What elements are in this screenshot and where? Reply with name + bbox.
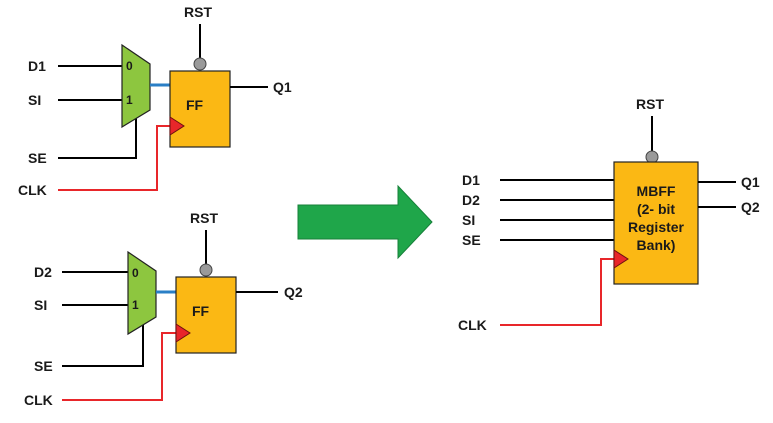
se-wire-2 [62, 324, 144, 367]
mbff-clock-triangle [613, 249, 629, 269]
clk-wire-2 [62, 332, 176, 401]
mbff-output-q2-label: Q2 [741, 199, 760, 215]
input-d1-label: D1 [28, 58, 46, 74]
clock-triangle-2 [175, 323, 191, 343]
reset-bubble-2 [199, 263, 213, 277]
input-d2-label: D2 [34, 264, 52, 280]
mbff-title-line-1: MBFF [637, 183, 676, 199]
flip-flop-2 [175, 276, 237, 354]
mbff-output-q1-label: Q1 [741, 174, 760, 190]
input-si-label-2: SI [34, 297, 47, 313]
clock-triangle-1 [169, 116, 185, 136]
scan-ff-2: 0 1 FF D2 SI SE CLK RST Q2 [24, 210, 303, 408]
flip-flop-1 [169, 70, 231, 148]
mbff-reset-bubble [645, 150, 659, 164]
flip-flop-2-label: FF [192, 303, 210, 319]
output-q2-label: Q2 [284, 284, 303, 300]
mbff-title-line-4: Bank) [637, 237, 676, 253]
flip-flop-1-label: FF [186, 97, 204, 113]
mbff-clk-wire [500, 258, 614, 326]
scan-mux-1 [121, 43, 151, 129]
reset-bubble-1 [193, 57, 207, 71]
input-se-label-2: SE [34, 358, 53, 374]
mux-2-input-0: 0 [132, 266, 139, 280]
output-q1-label: Q1 [273, 79, 292, 95]
mbff-input-si-label: SI [462, 212, 475, 228]
input-clk-label-1: CLK [18, 182, 47, 198]
rst-label-2: RST [190, 210, 218, 226]
mbff-cell: MBFF (2- bit Register Bank) D1 D2 SI SE … [458, 96, 760, 333]
mbff-input-d2-label: D2 [462, 192, 480, 208]
mbff-input-d1-label: D1 [462, 172, 480, 188]
right-arrow-icon [297, 184, 433, 260]
mbff-rst-label: RST [636, 96, 664, 112]
mbff-block [613, 161, 699, 285]
mbff-input-se-label: SE [462, 232, 481, 248]
input-clk-label-2: CLK [24, 392, 53, 408]
input-se-label-1: SE [28, 150, 47, 166]
clk-wire-1 [58, 125, 170, 191]
mux-1-input-0: 0 [126, 59, 133, 73]
scan-mux-2 [127, 250, 157, 336]
mux-1-input-1: 1 [126, 93, 133, 107]
mux-2-input-1: 1 [132, 298, 139, 312]
mbff-title-line-3: Register [628, 219, 685, 235]
se-wire-1 [58, 118, 137, 159]
scan-ff-1: 0 1 FF D1 SI SE CLK RST Q1 [18, 4, 292, 198]
rst-label-1: RST [184, 4, 212, 20]
mbff-title-line-2: (2- bit [637, 201, 675, 217]
mbff-input-clk-label: CLK [458, 317, 487, 333]
input-si-label-1: SI [28, 92, 41, 108]
